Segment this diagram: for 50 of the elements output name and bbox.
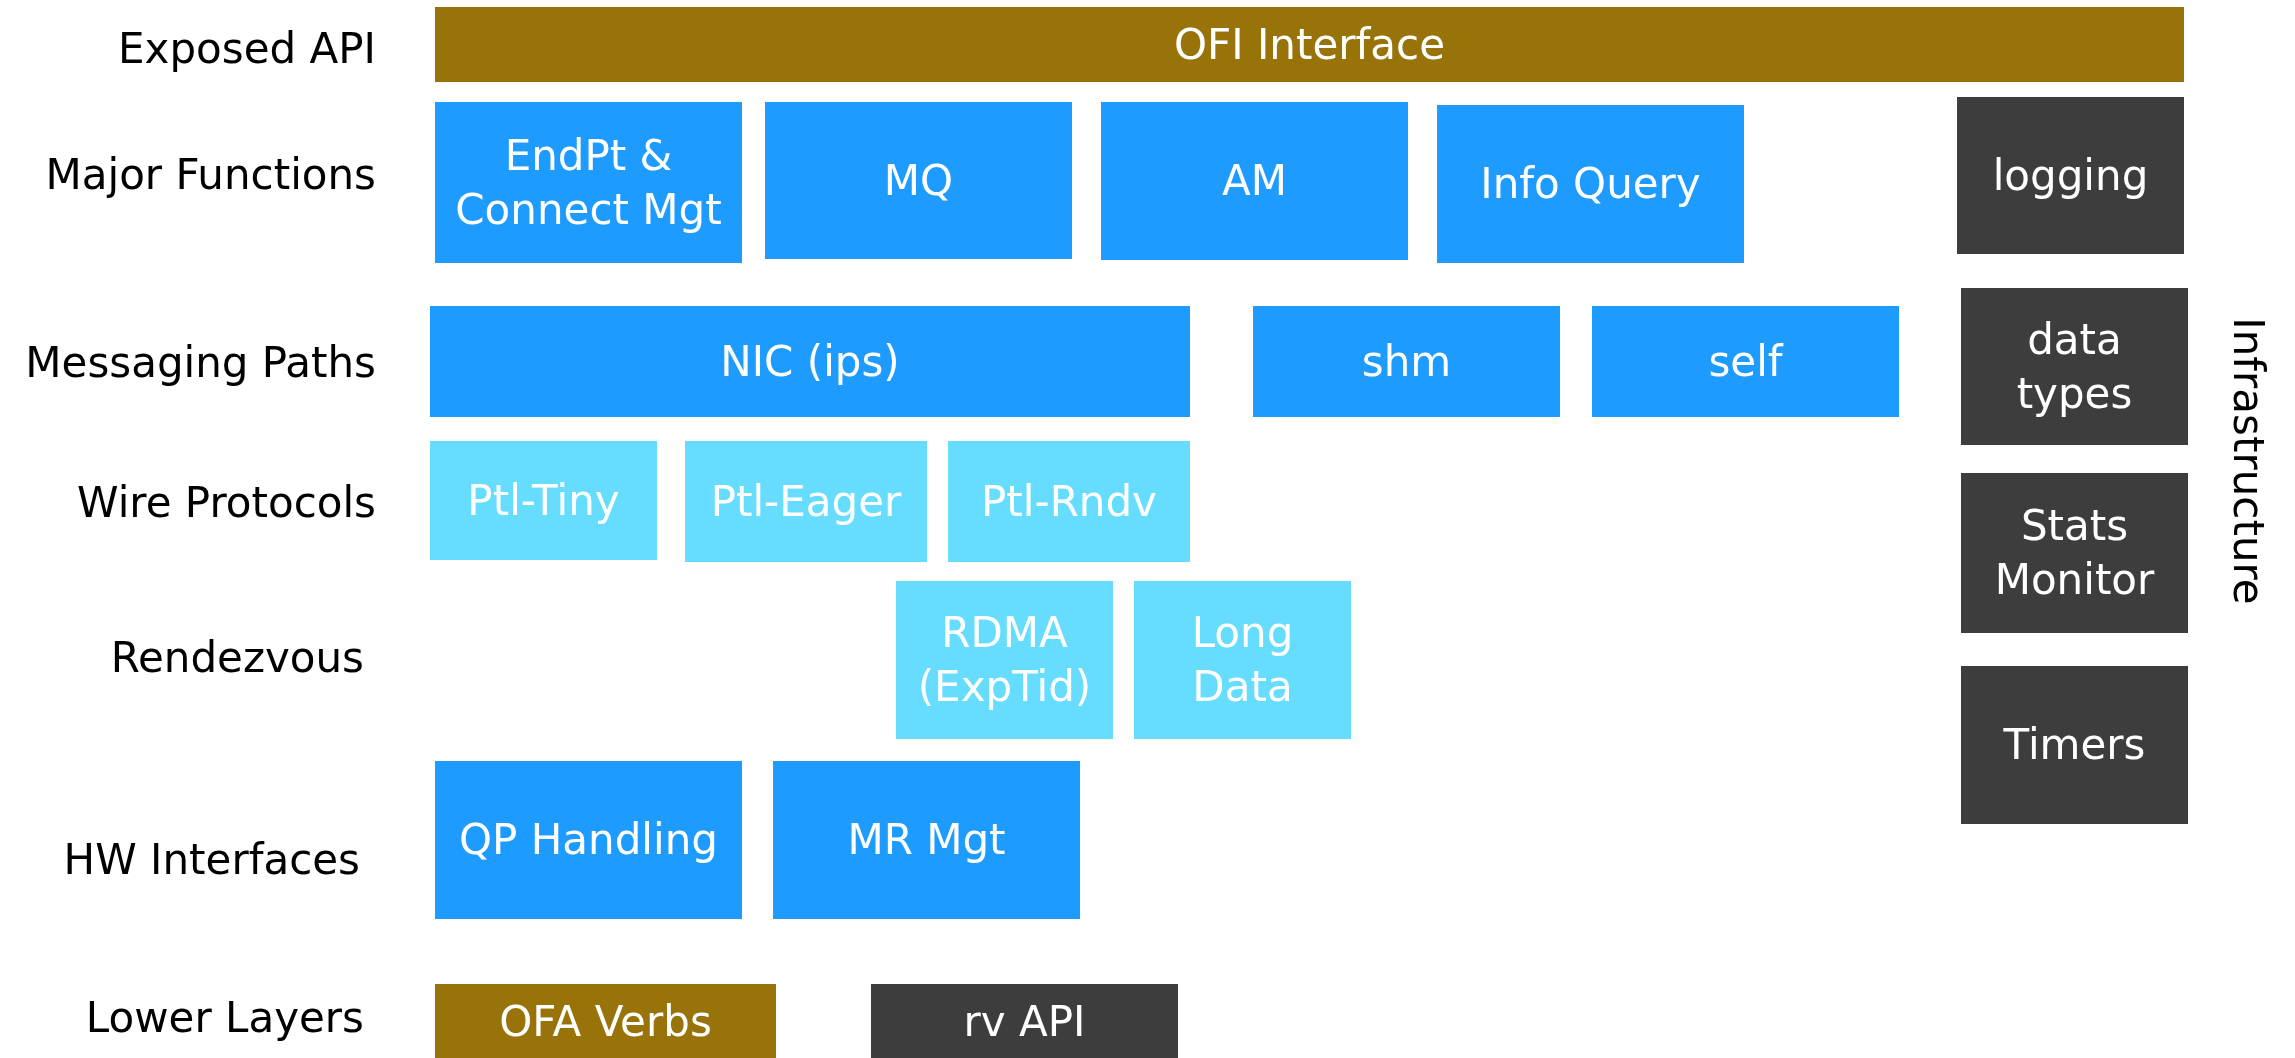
layer-box <box>1961 666 2188 824</box>
box-label: Ptl-Rndv <box>981 475 1157 528</box>
layer-box <box>685 441 927 562</box>
box-label: QP Handling <box>459 814 718 867</box>
box-label: MQ <box>883 154 954 207</box>
box-label: OFA Verbs <box>499 995 712 1048</box>
layer-box <box>871 984 1178 1058</box>
layer-box <box>1957 97 2184 254</box>
box-label: Stats Monitor <box>1993 500 2156 606</box>
layer-box <box>430 441 657 560</box>
layer-box <box>948 441 1190 562</box>
layer-label: Wire Protocols <box>77 477 376 527</box>
box-label: EndPt & Connect Mgt <box>454 129 723 236</box>
box-label: NIC (ips) <box>720 335 900 388</box>
layer-label: Major Functions <box>45 149 376 199</box>
box-label: logging <box>1992 149 2149 202</box>
box-label: self <box>1708 335 1783 388</box>
box-label: Long Data <box>1190 607 1295 713</box>
layer-box <box>1592 306 1899 417</box>
layer-box <box>1253 306 1560 417</box>
box-label: Info Query <box>1480 158 1701 211</box>
box-label: Timers <box>2003 719 2146 772</box>
box-label: OFI Interface <box>1174 18 1445 71</box>
layer-box <box>1101 102 1408 260</box>
box-label: Ptl-Tiny <box>467 474 620 527</box>
layer-label: HW Interfaces <box>63 834 360 884</box>
layer-box <box>1437 105 1744 263</box>
layer-label: Exposed API <box>118 23 376 73</box>
layer-box <box>430 306 1190 417</box>
layer-box <box>435 7 2184 82</box>
box-label: rv API <box>963 995 1086 1048</box>
layer-box <box>1134 581 1351 739</box>
layer-box <box>765 102 1072 259</box>
box-label: RDMA (ExpTid) <box>916 607 1093 713</box>
layer-box <box>435 984 776 1058</box>
layer-box <box>896 581 1113 739</box>
layer-label: Lower Layers <box>85 992 364 1042</box>
box-label: shm <box>1361 335 1452 388</box>
layer-label: Messaging Paths <box>25 337 376 387</box>
box-label: data types <box>2015 313 2134 420</box>
side-label: Infrastructure <box>2224 317 2273 605</box>
layer-box <box>435 102 742 263</box>
layer-box <box>1961 473 2188 633</box>
layer-label: Rendezvous <box>110 632 364 682</box>
layer-box <box>773 761 1080 919</box>
box-label: Ptl-Eager <box>710 475 902 528</box>
box-label: AM <box>1222 155 1287 208</box>
layer-box <box>435 761 742 919</box>
layer-box <box>1961 288 2188 445</box>
box-label: MR Mgt <box>847 814 1006 867</box>
